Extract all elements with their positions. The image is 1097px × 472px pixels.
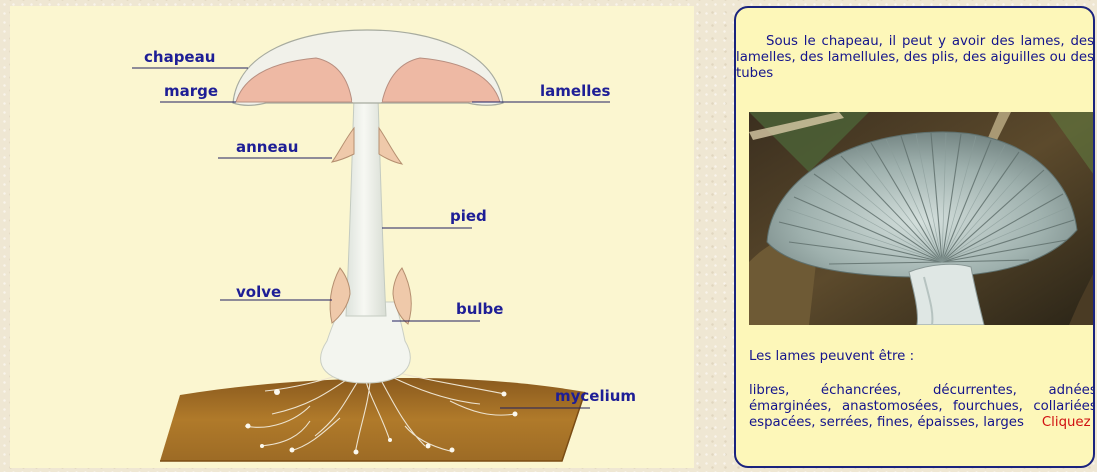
label-chapeau: chapeau xyxy=(144,48,215,66)
label-anneau: anneau xyxy=(236,138,298,156)
label-pied: pied xyxy=(450,207,487,225)
diagram-svg: chapeau marge lamelles anneau pied volve… xyxy=(10,6,694,468)
cliquez-link[interactable]: Cliquez ! xyxy=(1042,415,1095,430)
lames-title: Les lames peuvent être : xyxy=(749,349,914,365)
label-marge: marge xyxy=(164,82,218,100)
lames-list: libres, échancrées, décurrentes, adnées,… xyxy=(749,383,1095,431)
label-volve: volve xyxy=(236,283,281,301)
intro-text: Sous le chapeau, il peut y avoir des lam… xyxy=(736,34,1094,82)
label-lamelles: lamelles xyxy=(540,82,611,100)
cap-shape xyxy=(233,30,503,105)
label-mycelium: mycelium xyxy=(555,387,636,405)
label-bulbe: bulbe xyxy=(456,300,503,318)
soil xyxy=(160,378,585,461)
mushroom-anatomy-diagram: chapeau marge lamelles anneau pied volve… xyxy=(10,6,694,468)
mushroom-underside-photo xyxy=(749,112,1095,325)
info-panel: Sous le chapeau, il peut y avoir des lam… xyxy=(734,6,1095,468)
